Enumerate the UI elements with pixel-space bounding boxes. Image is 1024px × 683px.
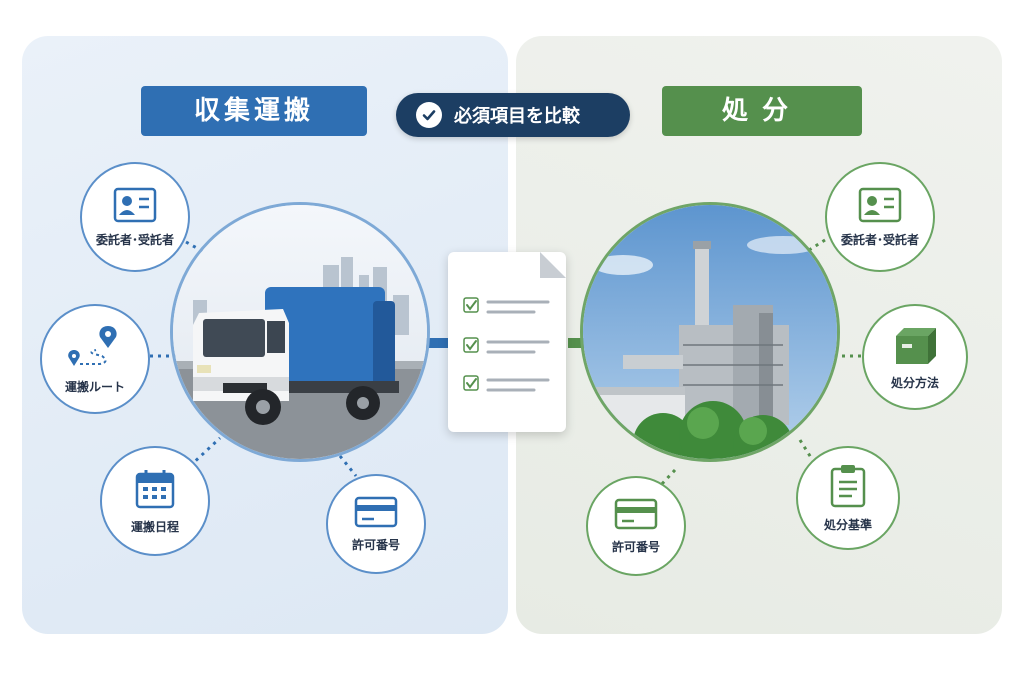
node-label: 運搬ルート [64,379,125,394]
node-transport-route: 運搬ルート [40,304,150,414]
card-icon [614,498,658,529]
box-icon [896,327,936,364]
node-label: 運搬日程 [130,519,179,534]
treatment-plant-photo [580,202,840,462]
check-circle-icon [416,102,442,128]
node-label: 委託者･受託者 [95,232,174,247]
card-icon [354,496,398,527]
calendar-icon [135,469,175,508]
garbage-truck-photo [170,202,430,462]
clipboard-icon [830,464,866,507]
checklist-document-icon [448,252,566,432]
node-license-number-right: 許可番号 [586,476,686,576]
disposal-title: 処分 [662,86,862,136]
node-disposal-method: 処分方法 [862,304,968,410]
compare-label: 必須項目を比較 [454,106,580,127]
compare-required-items-badge: 必須項目を比較 [396,93,630,137]
route-icon [68,325,117,366]
node-label: 許可番号 [611,539,660,554]
node-consignor-contractor-right: 委託者･受託者 [825,162,935,272]
node-label: 委託者･受託者 [840,232,919,247]
node-transport-schedule: 運搬日程 [100,446,210,556]
node-label: 処分基準 [823,517,872,532]
node-disposal-standard: 処分基準 [796,446,900,550]
node-label: 許可番号 [351,537,400,552]
node-label: 処分方法 [890,375,939,390]
id-card-icon [113,187,157,222]
node-license-number-left: 許可番号 [326,474,426,574]
collection-transport-title: 収集運搬 [141,86,367,136]
node-consignor-contractor-left: 委託者･受託者 [80,162,190,272]
id-card-icon [858,187,902,222]
